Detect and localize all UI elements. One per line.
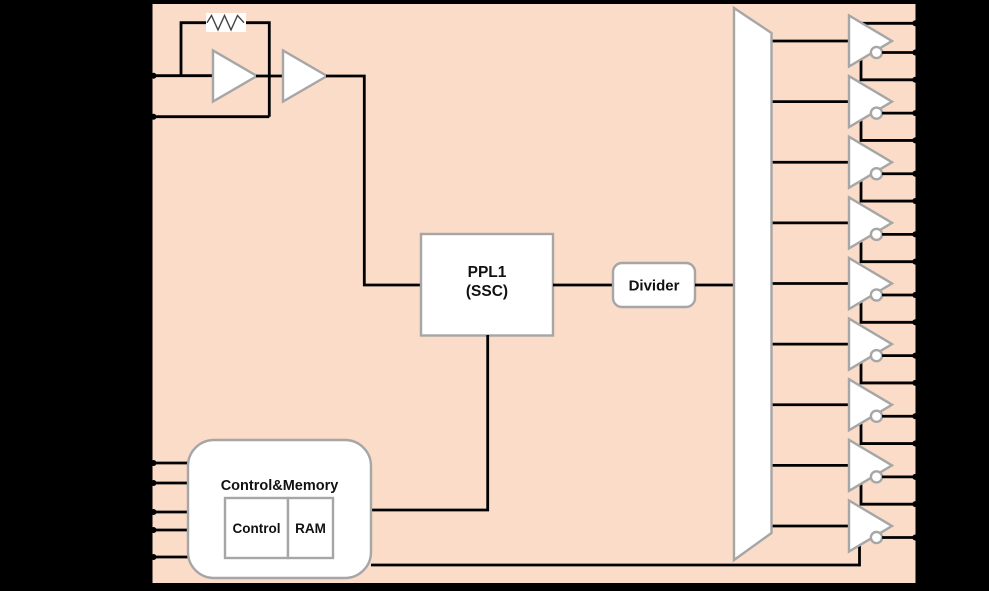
pll-label-line1: PPL1: [468, 264, 507, 281]
oscillator-amp-icon: [211, 48, 260, 104]
clock-distribution-mux: [732, 5, 773, 563]
osc-to-pll-wire: [326, 74, 421, 287]
buffer-complement-output-wire: [859, 481, 916, 506]
pin-dot: [912, 231, 919, 238]
pin-dot: [912, 440, 919, 447]
inverter-bubble-icon: [869, 288, 884, 302]
buffer-complement-output-wire: [859, 421, 916, 445]
pin-dot: [912, 413, 919, 420]
divider-block: Divider: [611, 261, 697, 309]
pin-dot: [150, 460, 157, 466]
pll-block: PPL1 (SSC): [419, 232, 555, 337]
output-buffer: [847, 13, 919, 83]
pin-dot: [150, 72, 157, 79]
control-input-wires: [150, 460, 190, 560]
output-buffer: [847, 377, 919, 447]
pin-dot: [912, 76, 919, 83]
output-buffers: [847, 13, 919, 567]
pin-dot: [912, 137, 919, 144]
pin-dot: [912, 20, 919, 27]
divider-label: Divider: [629, 278, 680, 295]
pin-dot: [912, 292, 919, 298]
pin-dot: [912, 319, 919, 326]
pin-dot: [912, 198, 919, 205]
buffer-amp-icon: [281, 48, 330, 104]
buffer-complement-output-wire: [859, 178, 916, 203]
buffer-complement-output-wire: [859, 118, 916, 142]
inverter-bubble-icon: [869, 348, 884, 363]
output-buffer: [847, 195, 919, 265]
pin-dot: [912, 258, 919, 265]
output-buffer: [847, 134, 919, 205]
pin-dot: [150, 527, 157, 533]
inverter-bubble-icon: [869, 227, 884, 242]
pin-dot: [912, 473, 919, 480]
crystal-oscillator-section: [150, 13, 421, 287]
resistor-icon: [206, 13, 245, 32]
pin-dot: [150, 113, 157, 120]
pin-dot: [150, 554, 157, 560]
control-sub-box: [223, 496, 290, 560]
pll-label-line2: (SSC): [466, 283, 508, 300]
pin-dot: [912, 379, 919, 386]
output-buffer: [847, 316, 919, 386]
pin-dot: [912, 534, 919, 541]
pin-dot: [912, 352, 919, 359]
pin-dot: [150, 509, 157, 515]
inverter-bubble-icon: [869, 409, 884, 424]
inverter-bubble-icon: [869, 530, 884, 545]
buffer-complement-output-wire: [859, 360, 916, 385]
pin-dot: [150, 480, 157, 486]
pin-dot: [912, 110, 919, 117]
inverter-bubble-icon: [869, 106, 884, 120]
output-buffer: [847, 437, 919, 508]
output-buffer: [847, 255, 919, 326]
buffer-input-wires: [771, 39, 850, 528]
ram-sub-box: [286, 496, 335, 560]
control-sub-label: Control: [233, 521, 281, 536]
pin-dot: [912, 170, 919, 177]
ram-sub-label: RAM: [295, 521, 326, 536]
pin-dot: [912, 49, 919, 56]
buffer-complement-output-wire: [859, 239, 916, 264]
control-memory-title: Control&Memory: [221, 478, 339, 494]
pll-to-control-wire: [371, 335, 490, 512]
feedback-wire-right: [245, 21, 271, 117]
output-buffer: [847, 498, 919, 567]
inverter-bubble-icon: [869, 470, 884, 484]
buffer-complement-output-wire: [859, 57, 916, 82]
output-buffer: [847, 74, 919, 144]
control-memory-block: Control&Memory Control RAM: [150, 335, 860, 580]
buffer-complement-output-wire: [859, 300, 916, 324]
pin-dot: [912, 501, 919, 508]
feedback-wire-left: [179, 21, 207, 76]
inverter-bubble-icon: [869, 166, 884, 181]
inverter-bubble-icon: [869, 45, 884, 60]
